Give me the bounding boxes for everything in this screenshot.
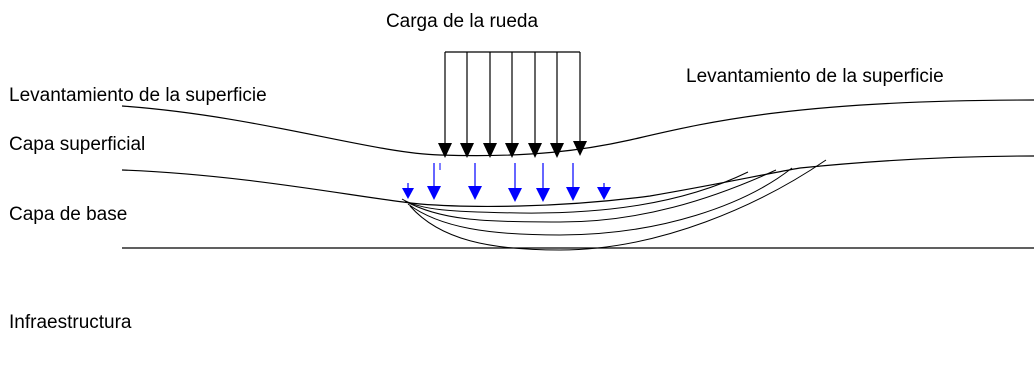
- load-arrow: [460, 52, 474, 158]
- load-arrow: [505, 52, 519, 158]
- wheel-load-label: Carga de la rueda: [386, 11, 539, 32]
- load-arrow: [550, 52, 564, 158]
- load-arrow: [483, 52, 497, 158]
- deformation-curve-1: [401, 171, 749, 214]
- base-layer-label: Capa de base: [9, 204, 127, 225]
- stress-arrow: [508, 163, 522, 202]
- surface-uplift-left-label: Levantamiento de la superficie: [9, 85, 267, 106]
- surface-uplift-right-label: Levantamiento de la superficie: [686, 66, 944, 87]
- surface-base-interface-line: [121, 155, 1034, 207]
- pavement-surface-line: [121, 99, 1034, 157]
- surface-layer-label: Capa superficial: [9, 134, 145, 155]
- stress-arrow: [468, 163, 482, 200]
- deformation-curve-2: [404, 169, 777, 223]
- subgrade-label: Infraestructura: [9, 312, 132, 333]
- stress-arrow: [402, 183, 414, 199]
- deformation-curve-4: [409, 159, 827, 251]
- stress-arrow: [566, 163, 580, 201]
- stress-arrow: [427, 163, 441, 200]
- wheel-load-arrows: [438, 52, 587, 158]
- load-arrow: [528, 52, 542, 158]
- load-arrow: [573, 52, 587, 156]
- load-arrow: [438, 52, 452, 158]
- transmitted-stress-arrows: [402, 163, 611, 202]
- stress-arrow: [536, 163, 550, 202]
- deformation-curve-3: [407, 167, 793, 236]
- stress-arrow: [597, 183, 611, 200]
